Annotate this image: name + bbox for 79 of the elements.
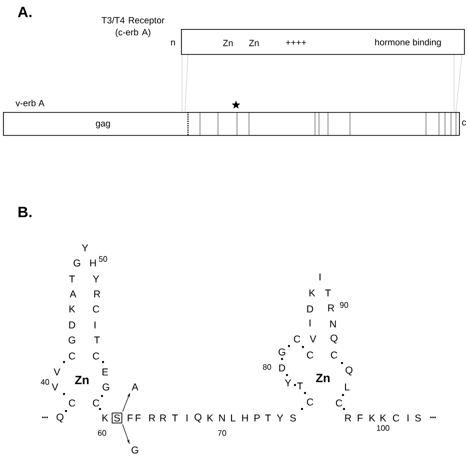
domain-label: ++++ [286,40,306,45]
domain-label: hormone binding [375,38,441,48]
residue-letter: C [306,351,314,359]
residue-letter: V [52,384,58,390]
residue-letter: K [310,290,316,296]
residue-letter: T [94,336,100,344]
residue-letter: Y [82,244,88,252]
panel-letter: B. [18,206,32,218]
residue-letter: K [380,414,386,422]
residue-letter: Y [276,414,284,422]
residue-letter: K [70,306,76,312]
zinc-label: Zn [316,374,330,382]
residue-letter: C [392,414,400,422]
residue-letter: R [328,304,334,312]
node-title: v-erb A [16,100,44,106]
residue-letter: V [310,336,316,342]
residue-letter: G [68,336,76,344]
residue-letter: T [69,276,75,282]
residue-letter: G [102,383,110,391]
residue-letter: R [94,290,100,298]
residue-letter: D [69,322,76,328]
residue-letter: C [92,399,100,407]
residue-letter: F [128,414,133,422]
residue-letter: C [92,352,100,360]
residue-letter: D [279,364,286,372]
residue-letter: I [186,414,188,422]
domain-label: n [171,40,175,46]
residue-letter: C [68,352,76,360]
residue-letter: L [231,414,236,422]
residue-letter: C [330,351,338,359]
projection-line [456,54,462,112]
terminus-label: c [462,120,466,126]
residue-letter: A [70,290,76,298]
residue-letter: S [290,414,296,422]
domain-label: gag [96,122,110,128]
boxed-residue: S [112,412,122,424]
residue-letter: T [297,382,303,390]
residue-letter: Q [194,414,202,422]
residue-letter: C [306,398,314,406]
panel-letter: A. [18,6,32,18]
residue-letter: T [265,414,271,422]
residue-letter: F [358,414,363,422]
residue-letter: K [370,414,376,422]
mutation-residue: A [132,384,138,390]
residue-letter: N [219,414,225,422]
domain-label: Zn [249,40,259,46]
residue-letter: T [325,290,331,296]
residue-letter: L [345,384,350,390]
residue-letter: R [160,414,166,422]
residue-letter: C [68,399,76,407]
residue-letter: C [294,335,300,343]
residue-letter: D [307,306,314,312]
residue-letter: H [90,260,96,266]
node-title: T3/T4 Receptor (c-erb A) [102,16,164,38]
residue-letter: Q [56,414,64,422]
residue-letter: Y [92,276,100,282]
residue-letter: C [92,305,100,313]
residue-letter: T [172,414,178,422]
residue-letter: F [136,414,141,422]
residue-letter: Q [346,366,352,376]
residue-letter: R [345,414,352,422]
residue-letter: S [415,414,421,422]
residue-letter: V [54,368,60,376]
residue-letter: G [278,348,286,356]
residue-letter: Y [284,380,292,386]
residue-letter: R [149,414,156,422]
residue-letter: I [94,322,96,328]
projection-line [184,54,188,112]
residue-letter: N [330,320,336,328]
residue-letter: E [102,368,108,376]
residue-letter: H [242,414,248,422]
mutation-residue: G [132,446,138,454]
residue-letter: P [254,414,260,422]
domain-label: Zn [223,40,233,46]
zinc-label: Zn [75,376,89,384]
residue-letter: Q [330,334,338,344]
residue-letter: K [208,414,214,422]
residue-letter: C [336,399,342,407]
residue-letter: G [74,259,80,267]
